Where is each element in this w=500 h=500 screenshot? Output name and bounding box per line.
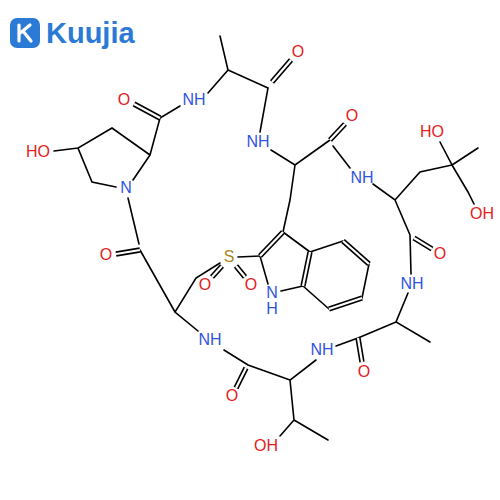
atom-label: NH: [264, 285, 280, 317]
atom-label: HO: [26, 144, 50, 160]
atom-label: O: [358, 364, 370, 380]
logo-icon: [10, 18, 40, 48]
atom-label: O: [434, 246, 446, 262]
atom-label: N: [120, 180, 132, 196]
atom-label: O: [100, 247, 112, 263]
atom-label: O: [292, 44, 304, 60]
atom-label: O: [118, 92, 130, 108]
double-bonds: [116, 60, 432, 388]
brand-watermark: Kuujia: [46, 18, 135, 48]
atom-label: NH: [182, 92, 205, 108]
atom-label: S: [224, 249, 235, 265]
atom-label: NH: [350, 170, 373, 186]
atom-label: NH: [198, 332, 221, 348]
atom-label: NH: [400, 276, 423, 292]
atom-label: NH: [310, 342, 333, 358]
atom-label: O: [245, 277, 257, 293]
atom-label: HO: [420, 124, 444, 140]
atom-label: O: [226, 388, 238, 404]
atom-label: O: [346, 108, 358, 124]
atom-label: NH: [246, 134, 269, 150]
atom-label: OH: [470, 206, 494, 222]
atom-label: O: [199, 277, 211, 293]
atom-label: OH: [254, 438, 278, 454]
single-bonds: [54, 36, 478, 440]
